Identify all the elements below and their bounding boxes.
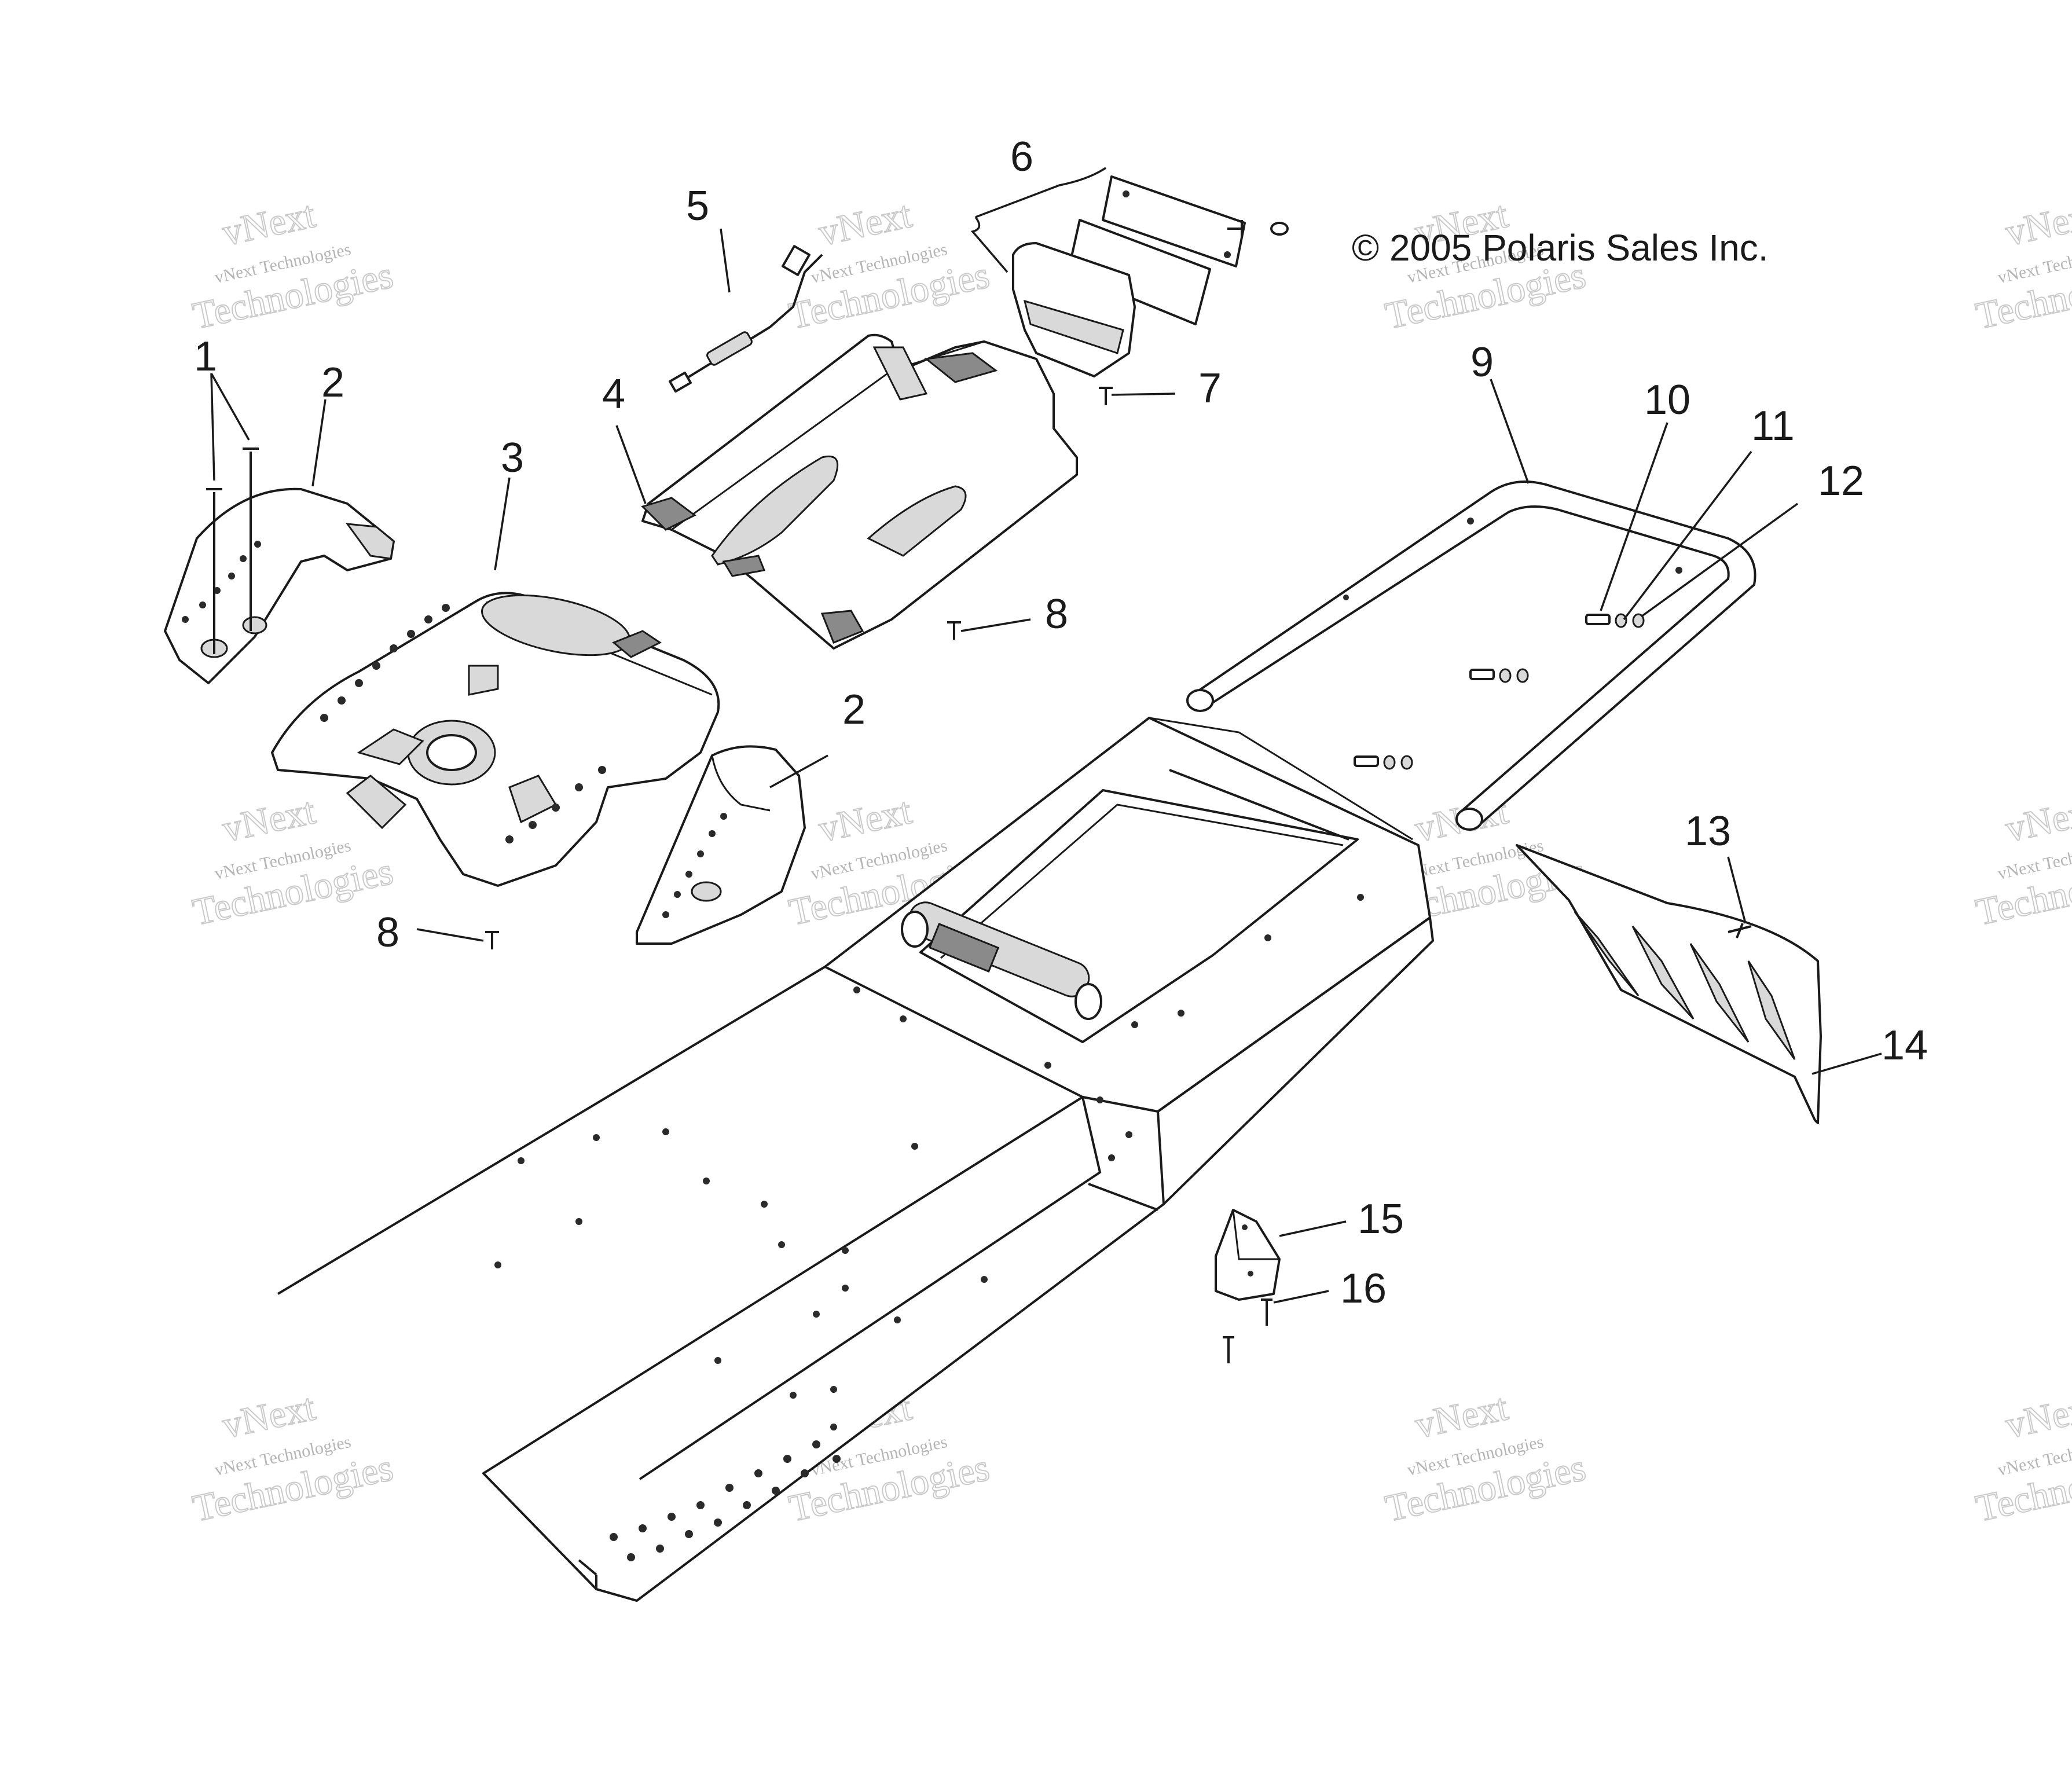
bracket-rivets <box>1223 1299 1272 1363</box>
tunnel-opening-rim <box>940 804 1344 959</box>
wire-harness <box>669 245 823 393</box>
flap-rivet <box>1728 923 1752 938</box>
tunnel-side-panel <box>1157 915 1435 1205</box>
watermark-top: vNext <box>2002 1386 2072 1447</box>
side-panel-right <box>636 745 806 945</box>
tunnel-fold-line <box>639 1096 1102 1480</box>
bumper-end-left <box>1186 689 1214 712</box>
callout-14: 14 <box>1882 1022 1928 1069</box>
flap-rib <box>1631 926 1695 1020</box>
rear-bumper-tube <box>1191 480 1756 826</box>
tunnel-assembly <box>277 717 1435 1602</box>
callout-8-lower: 8 <box>376 909 399 956</box>
watermark-top: vNext <box>2002 193 2072 254</box>
tunnel-top-rim <box>1149 717 1413 841</box>
tunnel-end-edge <box>578 1559 597 1576</box>
tunnel-holes <box>494 894 1364 1561</box>
watermark-top: vNext <box>815 193 915 254</box>
callout-6: 6 <box>1010 134 1033 180</box>
callout-9: 9 <box>1470 339 1494 386</box>
callout-7: 7 <box>1198 365 1222 412</box>
side-panel-left-body <box>164 487 395 684</box>
bumper-hardware <box>1354 613 1645 770</box>
opening-rail <box>1169 769 1349 841</box>
tunnel-step <box>1088 1183 1158 1211</box>
tunnel-left-edge <box>277 966 826 1295</box>
snow-flap <box>1516 844 1822 1124</box>
bracket <box>1215 1209 1281 1301</box>
rear-carrier <box>271 592 720 887</box>
callout-11: 11 <box>1751 403 1795 449</box>
rear-bumper <box>1186 480 1756 831</box>
callout-16: 16 <box>1340 1266 1387 1312</box>
flap-rib <box>1574 911 1640 996</box>
bracket-body <box>1215 1209 1281 1301</box>
side-panel-left <box>164 487 395 684</box>
callout-2-left: 2 <box>321 360 344 406</box>
callout-2-right: 2 <box>842 687 866 733</box>
watermark-top: vNext <box>219 1386 319 1447</box>
flap-rib <box>1747 960 1796 1060</box>
bolt-set <box>1354 755 1413 770</box>
rivet-8-lower <box>485 931 499 949</box>
callouts: 1 2 2 3 4 5 6 7 8 8 9 10 11 12 13 14 15 … <box>194 134 1928 1312</box>
tunnel-roller <box>901 901 1102 1020</box>
callout-4: 4 <box>602 371 625 417</box>
leader-lines <box>210 167 1882 1304</box>
flap-rib <box>1689 943 1750 1043</box>
callout-15: 15 <box>1358 1196 1404 1242</box>
bolt-set <box>1469 668 1529 683</box>
callout-5: 5 <box>686 183 709 229</box>
rivets-part1 <box>206 447 259 654</box>
lens-outer <box>1102 175 1246 267</box>
callout-12: 12 <box>1818 458 1864 504</box>
watermark-top: vNext <box>2002 790 2072 850</box>
tunnel-lower-corner <box>595 1575 637 1602</box>
taillight-lens-set <box>1012 175 1246 377</box>
copyright-notice: © 2005 Polaris Sales Inc. <box>1352 227 1769 269</box>
tunnel-lower-panel <box>482 1096 1165 1602</box>
taillight-housing-body <box>641 333 1078 650</box>
rivet-8-upper <box>947 621 961 640</box>
watermark-top: vNext <box>1411 1386 1512 1447</box>
tunnel-opening-edge <box>1082 954 1213 1043</box>
callout-8-upper: 8 <box>1045 591 1068 637</box>
callout-13: 13 <box>1685 808 1731 854</box>
lens-screw <box>1227 220 1289 237</box>
watermark-top: vNext <box>219 193 319 254</box>
taillight-housing <box>641 333 1078 650</box>
callout-1: 1 <box>194 333 217 380</box>
watermark-top: vNext <box>815 790 915 850</box>
callout-10: 10 <box>1644 377 1690 423</box>
bolt-set <box>1585 613 1645 628</box>
watermark-top: vNext <box>219 790 319 850</box>
callout-3: 3 <box>501 435 524 481</box>
rivet-7 <box>1099 387 1113 405</box>
bumper-end-right <box>1455 808 1483 831</box>
